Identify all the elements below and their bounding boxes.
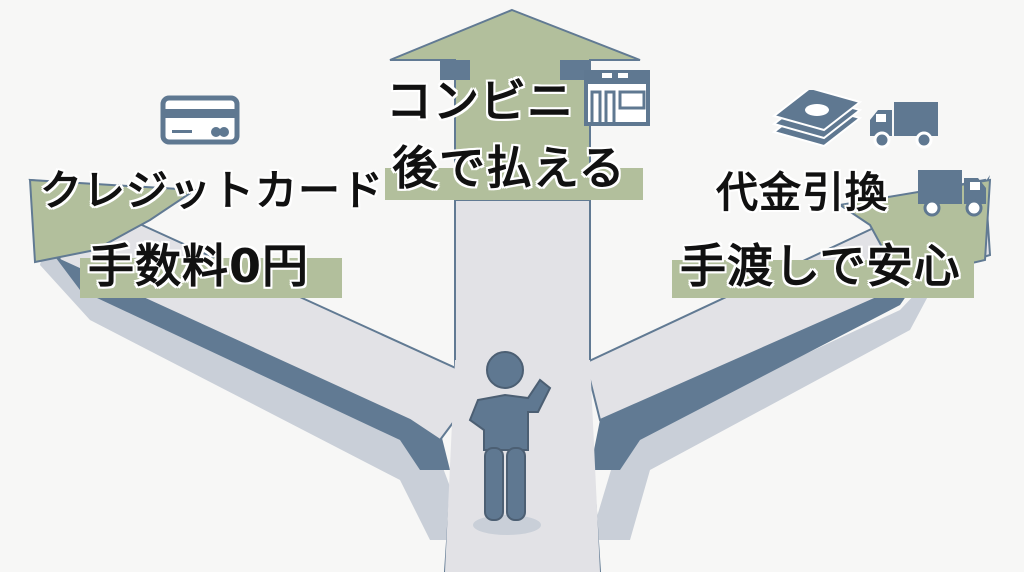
credit-title: クレジットカード	[40, 166, 385, 215]
cod-title: 代金引換	[716, 168, 889, 217]
credit-subtitle: 手数料0円	[88, 239, 310, 293]
convenience-subtitle-band	[385, 168, 643, 200]
convenience-store-icon	[584, 70, 650, 126]
truck-icon	[918, 170, 986, 217]
truck-icon	[870, 102, 938, 149]
cash-stack-icon	[771, 90, 862, 148]
cod-subtitle: 手渡しで安心	[680, 239, 961, 293]
thinking-person-icon	[468, 351, 552, 535]
credit-card-icon	[160, 95, 240, 145]
convenience-subtitle: 後で払える	[392, 141, 626, 195]
cod-subtitle-band	[672, 260, 974, 298]
convenience-title: コンビニ	[386, 74, 574, 128]
credit-subtitle-band	[80, 258, 342, 298]
